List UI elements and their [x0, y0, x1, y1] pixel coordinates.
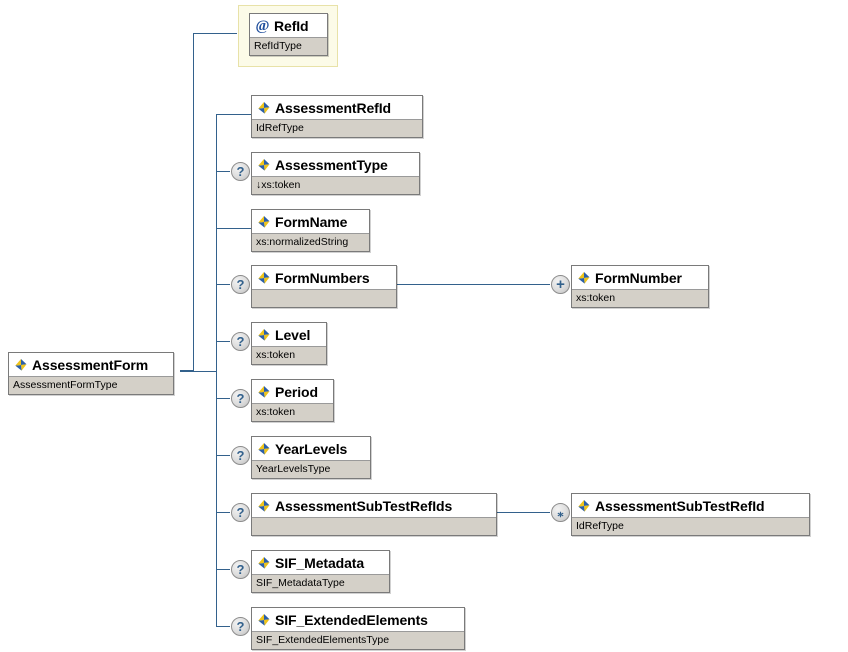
node-label: FormNumber	[595, 269, 682, 286]
node-title-row: AssessmentSubTestRefIds	[252, 494, 496, 517]
occurrence-marker-optional[interactable]: ?	[231, 617, 250, 636]
edge-to-formnumbers	[216, 284, 230, 285]
edge-to-assessmentrefid	[216, 114, 252, 115]
element-icon	[257, 499, 271, 513]
node-label: RefId	[274, 17, 309, 34]
element-icon	[257, 385, 271, 399]
node-sif-extended-elements[interactable]: SIF_ExtendedElements SIF_ExtendedElement…	[251, 607, 465, 650]
occurrence-marker-optional[interactable]: ?	[231, 560, 250, 579]
node-refid[interactable]: @ RefId RefIdType	[249, 13, 328, 56]
node-form-numbers[interactable]: FormNumbers	[251, 265, 397, 308]
node-type-label: YearLevelsType	[252, 460, 370, 478]
node-title-row: AssessmentRefId	[252, 96, 422, 119]
element-icon	[257, 613, 271, 627]
node-title-row: YearLevels	[252, 437, 370, 460]
node-title-row: AssessmentForm	[9, 353, 173, 376]
node-type-label: xs:normalizedString	[252, 233, 369, 251]
node-label: AssessmentSubTestRefIds	[275, 497, 453, 514]
node-title-row: Period	[252, 380, 333, 403]
occurrence-marker-optional[interactable]: ?	[231, 162, 250, 181]
occurrence-marker-zero-or-more[interactable]: ⁎	[551, 503, 570, 522]
node-label: AssessmentType	[275, 156, 388, 173]
attribute-at-icon: @	[255, 17, 270, 34]
node-type-label	[252, 289, 396, 307]
edge-to-sif-extendedelements	[216, 626, 230, 627]
node-label: YearLevels	[275, 440, 348, 457]
node-label: FormNumbers	[275, 269, 370, 286]
node-title-row: FormNumbers	[252, 266, 396, 289]
edge-to-sif-metadata	[216, 569, 230, 570]
element-icon	[577, 499, 591, 513]
node-type-label: xs:token	[252, 346, 326, 364]
edge-subtestrefids-to-subtestrefid	[497, 512, 550, 513]
node-type-label: RefIdType	[250, 37, 327, 55]
node-title-row: FormName	[252, 210, 369, 233]
node-label: Level	[275, 326, 311, 343]
element-icon	[257, 271, 271, 285]
occurrence-marker-optional[interactable]: ?	[231, 275, 250, 294]
element-icon	[577, 271, 591, 285]
node-level[interactable]: Level xs:token	[251, 322, 327, 365]
node-type-label: IdRefType	[252, 119, 422, 137]
node-label: FormName	[275, 213, 348, 230]
node-label: AssessmentForm	[32, 356, 149, 373]
occurrence-marker-optional[interactable]: ?	[231, 503, 250, 522]
edge-to-formname	[216, 228, 252, 229]
node-year-levels[interactable]: YearLevels YearLevelsType	[251, 436, 371, 479]
node-form-number[interactable]: FormNumber xs:token	[571, 265, 709, 308]
element-icon	[257, 215, 271, 229]
node-sif-metadata[interactable]: SIF_Metadata SIF_MetadataType	[251, 550, 390, 593]
occurrence-marker-optional[interactable]: ?	[231, 389, 250, 408]
node-title-row: AssessmentType	[252, 153, 419, 176]
element-icon	[257, 556, 271, 570]
node-type-label	[252, 517, 496, 535]
occurrence-marker-one-or-more[interactable]: +	[551, 275, 570, 294]
edge-attribute-trunk	[193, 33, 194, 371]
node-label: Period	[275, 383, 318, 400]
element-icon	[257, 328, 271, 342]
node-assessment-type[interactable]: AssessmentType ↓xs:token	[251, 152, 420, 195]
edge-root-to-element-trunk	[180, 371, 217, 372]
node-assessment-subtest-refids[interactable]: AssessmentSubTestRefIds	[251, 493, 497, 536]
node-label: AssessmentSubTestRefId	[595, 497, 765, 514]
node-type-label: SIF_MetadataType	[252, 574, 389, 592]
node-label: SIF_ExtendedElements	[275, 611, 428, 628]
node-label: SIF_Metadata	[275, 554, 365, 571]
node-title-row: @ RefId	[250, 14, 327, 37]
node-period[interactable]: Period xs:token	[251, 379, 334, 422]
edge-attribute-refid	[193, 33, 237, 34]
node-type-label: IdRefType	[572, 517, 809, 535]
edge-to-level	[216, 341, 230, 342]
node-form-name[interactable]: FormName xs:normalizedString	[251, 209, 370, 252]
node-type-label: xs:token	[572, 289, 708, 307]
node-type-label: SIF_ExtendedElementsType	[252, 631, 464, 649]
node-type-label: ↓xs:token	[252, 176, 419, 194]
node-title-row: Level	[252, 323, 326, 346]
node-title-row: SIF_ExtendedElements	[252, 608, 464, 631]
edge-formnumbers-to-formnumber	[397, 284, 550, 285]
node-assessment-form[interactable]: AssessmentForm AssessmentFormType	[8, 352, 174, 395]
node-type-label: AssessmentFormType	[9, 376, 173, 394]
element-icon	[14, 358, 28, 372]
occurrence-marker-optional[interactable]: ?	[231, 332, 250, 351]
node-assessment-subtest-refid[interactable]: AssessmentSubTestRefId IdRefType	[571, 493, 810, 536]
element-icon	[257, 442, 271, 456]
edge-to-assessmentsubtestrefids	[216, 512, 230, 513]
edge-element-trunk	[216, 114, 217, 626]
element-icon	[257, 158, 271, 172]
node-type-label: xs:token	[252, 403, 333, 421]
edge-to-period	[216, 398, 230, 399]
edge-root-stub	[180, 370, 194, 371]
node-title-row: AssessmentSubTestRefId	[572, 494, 809, 517]
edge-to-assessmenttype	[216, 171, 230, 172]
node-title-row: SIF_Metadata	[252, 551, 389, 574]
node-assessment-refid[interactable]: AssessmentRefId IdRefType	[251, 95, 423, 138]
node-label: AssessmentRefId	[275, 99, 391, 116]
edge-to-yearlevels	[216, 455, 230, 456]
element-icon	[257, 101, 271, 115]
occurrence-marker-optional[interactable]: ?	[231, 446, 250, 465]
node-title-row: FormNumber	[572, 266, 708, 289]
